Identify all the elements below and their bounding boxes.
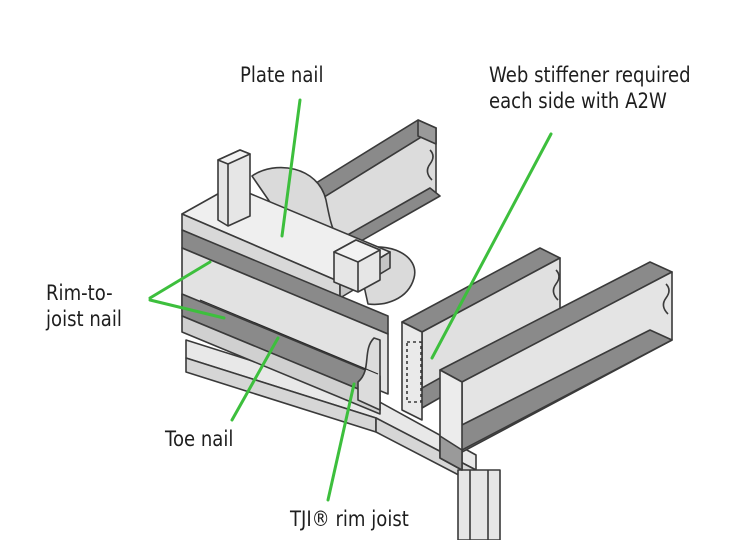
plate-nail-label: Plate nail (240, 62, 323, 88)
rim-to-joist-nail-label: Rim-to- joist nail (46, 280, 122, 332)
web-stiffener-label: Web stiffener required each side with A2… (489, 62, 691, 114)
rim-joist (181, 229, 389, 415)
rim-to-joist-line-1: Rim-to- (46, 281, 113, 305)
rim-nail-leader-upper (148, 260, 212, 300)
rim-to-joist-line-2: joist nail (46, 307, 122, 331)
blocking-block (217, 149, 251, 227)
end-block (333, 239, 381, 293)
rim-nail-leader-lower (148, 298, 226, 320)
web-stiffener-leader (430, 132, 553, 360)
rim-joist-leader (326, 382, 356, 502)
support-post (457, 469, 501, 540)
toe-nail-leader (230, 336, 280, 422)
plate-nail-leader (280, 98, 302, 238)
front-i-joist (439, 261, 673, 471)
toe-nail-text: Toe nail (165, 427, 234, 451)
leader-lines (148, 98, 553, 502)
web-stiffener-line-2: each side with A2W (489, 89, 667, 113)
tji-rim-joist-text: TJI® rim joist (290, 507, 409, 531)
tji-rim-joist-label: TJI® rim joist (290, 506, 409, 532)
web-stiffener-line-1: Web stiffener required (489, 63, 691, 87)
toe-nail-label: Toe nail (165, 426, 233, 452)
plate-nail-text: Plate nail (240, 63, 324, 87)
